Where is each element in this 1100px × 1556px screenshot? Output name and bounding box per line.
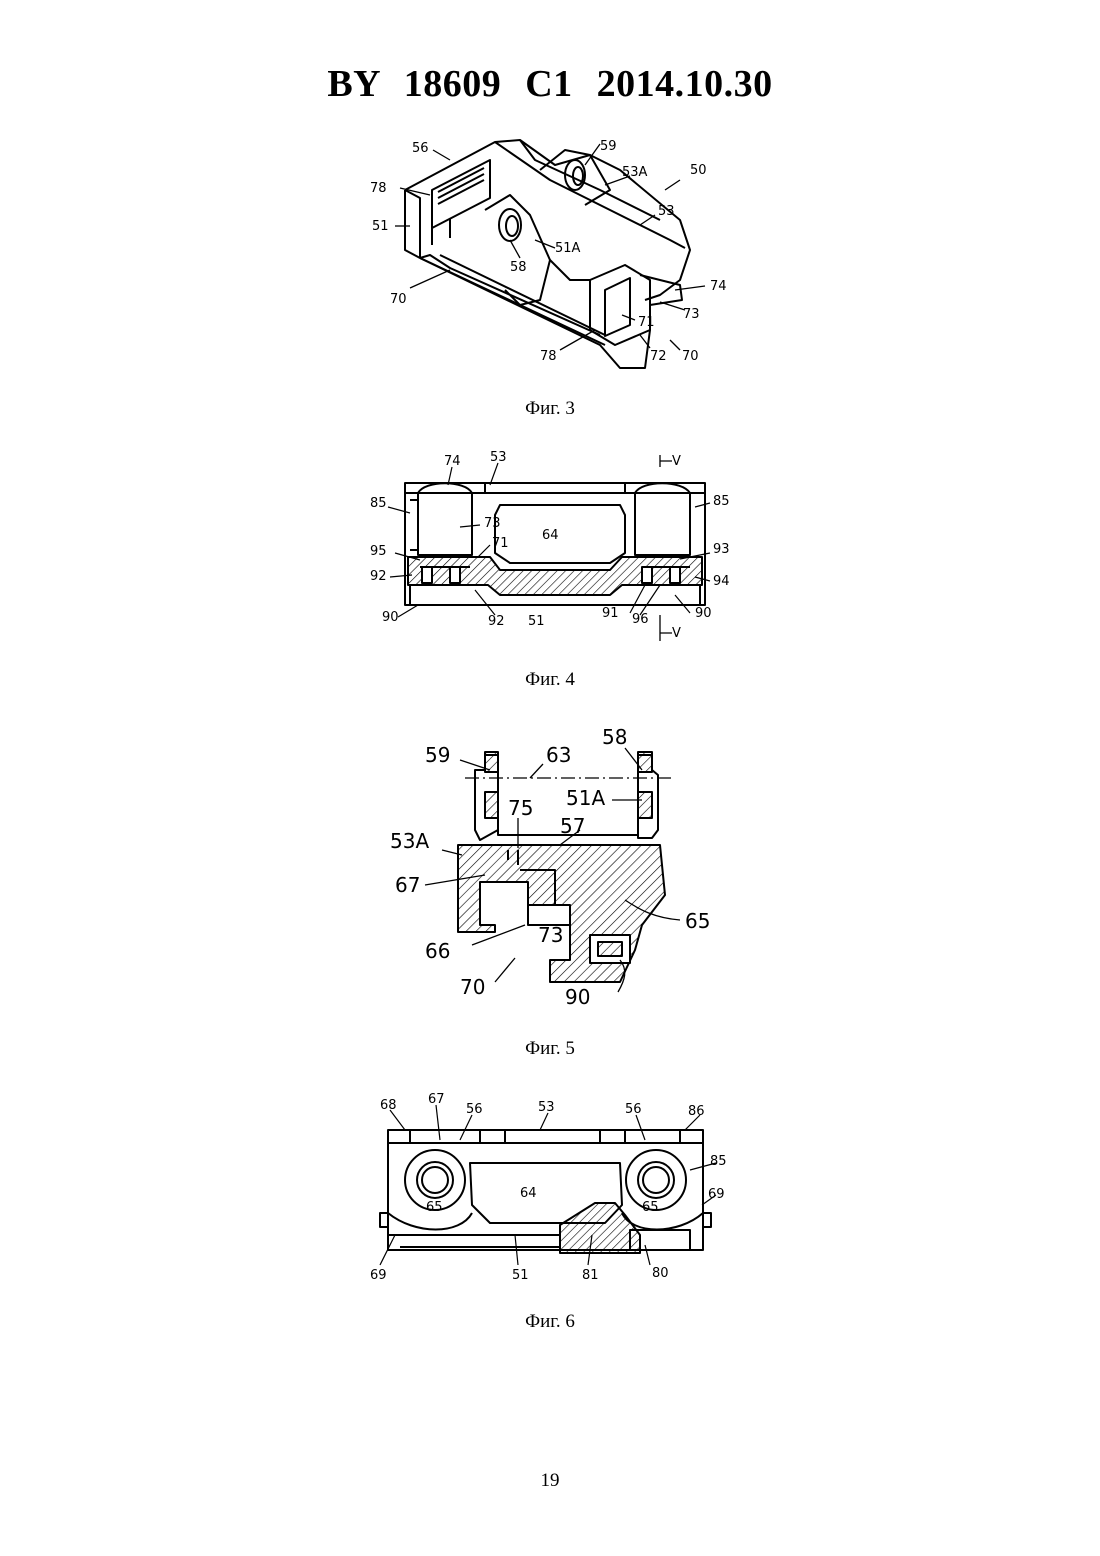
figure-4-caption: Фиг. 4 [0, 669, 1100, 691]
fig6-label: 56 [466, 1102, 483, 1117]
fig6-label: 65 [426, 1200, 443, 1215]
fig5-label: 51A [566, 786, 605, 810]
fig4-label: 85 [370, 496, 387, 511]
fig4-label: 64 [542, 528, 559, 543]
fig5-label: 67 [395, 873, 420, 897]
fig6-label: 81 [582, 1268, 599, 1283]
fig6-label: 67 [428, 1092, 445, 1107]
fig4-label: 90 [695, 606, 712, 621]
fig4-label: 90 [382, 610, 399, 625]
document-header: BY 18609 C1 2014.10.30 [0, 62, 1100, 106]
fig6-label: 64 [520, 1186, 537, 1201]
page-number: 19 [0, 1470, 1100, 1492]
fig5-label: 90 [565, 985, 590, 1009]
fig5-label: 58 [602, 725, 627, 749]
fig4-label: 74 [444, 454, 461, 469]
fig4-label: 92 [488, 614, 505, 629]
fig6-label: 56 [625, 1102, 642, 1117]
fig3-label: 72 [650, 349, 667, 364]
fig3-label: 53 [658, 204, 675, 219]
fig6-label: 69 [370, 1268, 387, 1283]
fig5-label: 53A [390, 829, 429, 853]
figure-5-caption: Фиг. 5 [0, 1038, 1100, 1060]
fig3-label: 50 [690, 163, 707, 178]
fig5-label: 63 [546, 743, 571, 767]
fig4-label: 95 [370, 544, 387, 559]
fig4-label: 71 [492, 536, 509, 551]
fig3-label: 73 [683, 307, 700, 322]
figure-4-drawing: 74 53 V 85 85 73 64 95 71 93 92 94 90 92… [360, 445, 740, 645]
figure-6-caption: Фиг. 6 [0, 1311, 1100, 1333]
fig3-label: 58 [510, 260, 527, 275]
fig4-label: 94 [713, 574, 730, 589]
fig3-label: 70 [682, 349, 699, 364]
fig5-label: 73 [538, 923, 563, 947]
fig3-label: 51 [372, 219, 389, 234]
fig6-label: 85 [710, 1154, 727, 1169]
fig4-label: 96 [632, 612, 649, 627]
fig4-label: 91 [602, 606, 619, 621]
fig3-label: 71 [638, 315, 655, 330]
fig5-label: 65 [685, 909, 710, 933]
fig4-label: V [672, 454, 681, 469]
figure-5-drawing: 59 63 58 75 51A 53A 57 67 65 66 73 90 70 [380, 720, 740, 1020]
fig3-label: 74 [710, 279, 727, 294]
fig5-label: 59 [425, 743, 450, 767]
fig3-label: 53A [622, 165, 648, 180]
fig4-label: 92 [370, 569, 387, 584]
fig4-label: 53 [490, 450, 507, 465]
fig4-label: 93 [713, 542, 730, 557]
fig6-label: 53 [538, 1100, 555, 1115]
fig6-label: 65 [642, 1200, 659, 1215]
fig3-label: 78 [540, 349, 557, 364]
fig3-label: 59 [600, 139, 617, 154]
fig3-label: 51A [555, 241, 581, 256]
fig6-label: 86 [688, 1104, 705, 1119]
fig4-label: 85 [713, 494, 730, 509]
fig5-label: 75 [508, 796, 533, 820]
fig6-label: 69 [708, 1187, 725, 1202]
fig6-label: 51 [512, 1268, 529, 1283]
figure-3-caption: Фиг. 3 [0, 398, 1100, 420]
fig5-label: 70 [460, 975, 485, 999]
fig4-label: 51 [528, 614, 545, 629]
fig5-label: 57 [560, 814, 585, 838]
fig3-label: 56 [412, 141, 429, 156]
fig6-label: 68 [380, 1098, 397, 1113]
fig3-label: 70 [390, 292, 407, 307]
figure-3-drawing: 56 59 53A 50 78 51 51A 53 58 74 70 73 71… [360, 130, 740, 380]
figure-6-drawing: 68 67 56 53 56 86 85 64 65 65 69 69 51 8… [360, 1085, 740, 1295]
fig4-label: 73 [484, 516, 501, 531]
fig4-label: V [672, 626, 681, 641]
fig6-label: 80 [652, 1266, 669, 1281]
fig3-label: 78 [370, 181, 387, 196]
fig5-label: 66 [425, 939, 450, 963]
